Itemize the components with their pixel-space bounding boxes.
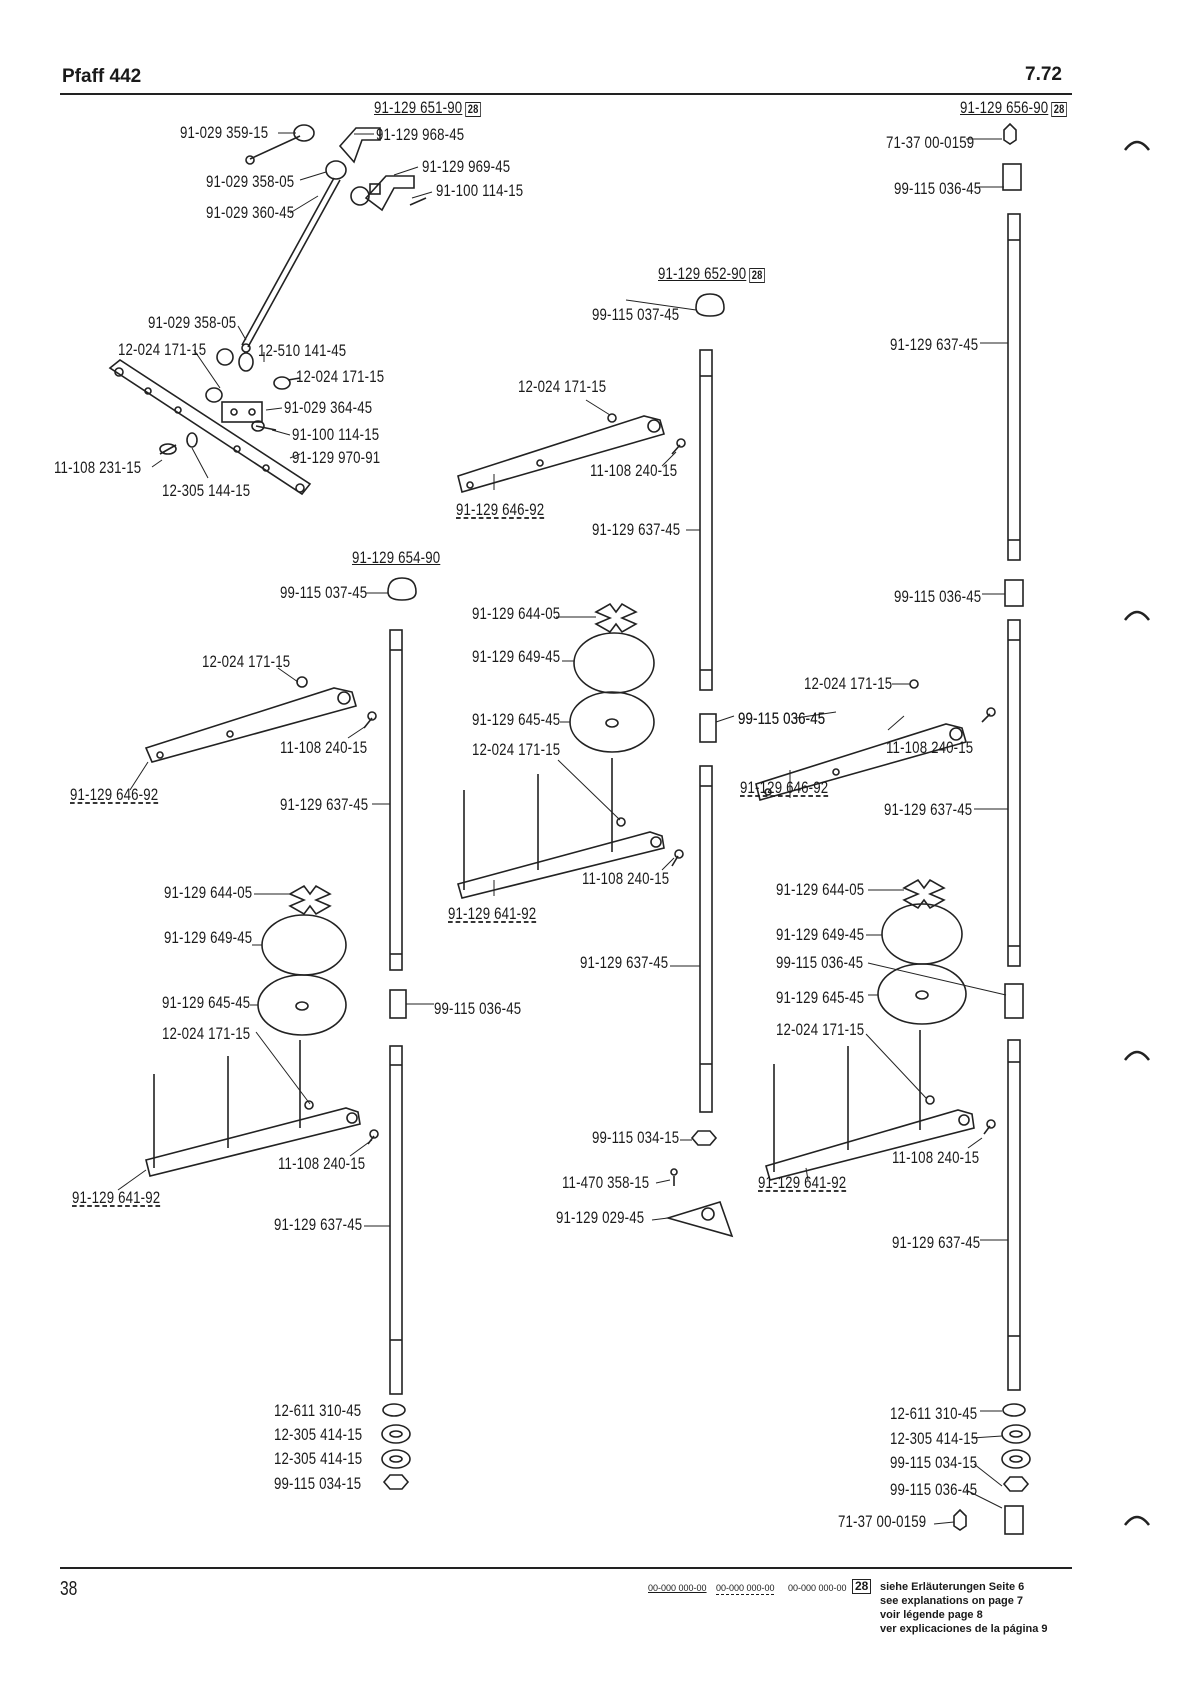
part-label: 91-129 637-45 <box>592 520 681 539</box>
part-label: 12-611 310-45 <box>274 1401 362 1420</box>
part-label: 12-024 171-15 <box>118 340 207 359</box>
legend-line-es: ver explicaciones de la página 9 <box>880 1623 1048 1635</box>
right-stand-drawing <box>755 122 1031 1535</box>
legend-line-fr: voir légende page 8 <box>880 1609 983 1621</box>
leader-lines <box>117 132 1008 1525</box>
part-label: 12-305 144-15 <box>162 481 251 500</box>
part-label: 11-108 240-15 <box>590 461 678 480</box>
part-label: 91-129 644-05 <box>164 883 253 902</box>
part-label: 91-129 646-92 <box>740 778 829 797</box>
top-left-linkage-drawing <box>108 124 427 496</box>
part-label: 12-024 171-15 <box>472 740 561 759</box>
part-label: 12-510 141-45 <box>258 341 347 360</box>
part-label: 12-024 171-15 <box>804 674 893 693</box>
header-rule <box>60 93 1072 95</box>
part-label: 91-129 637-45 <box>884 800 973 819</box>
legend-line-de: siehe Erläuterungen Seite 6 <box>880 1581 1025 1593</box>
part-label: 99-115 036-45 <box>894 179 982 198</box>
part-label: 11-108 240-15 <box>892 1148 980 1167</box>
part-label: 91-129 641-92 <box>72 1188 161 1207</box>
set-label-left: 91-129 654-90 <box>352 548 441 567</box>
legend-box-marker: 28 <box>852 1579 872 1594</box>
legend-code-sample: 00-000 000-00 <box>648 1583 707 1593</box>
part-label: 11-108 231-15 <box>54 458 142 477</box>
part-label: 91-029 359-15 <box>180 123 269 142</box>
part-label: 99-115 037-45 <box>592 305 680 324</box>
part-label: 12-611 310-45 <box>890 1404 978 1423</box>
left-stand-drawing <box>144 577 417 1490</box>
part-label: 11-108 240-15 <box>278 1154 366 1173</box>
part-label: 99-115 037-45 <box>280 583 368 602</box>
part-label: 11-108 240-15 <box>886 738 974 757</box>
part-label: 91-129 637-45 <box>580 953 669 972</box>
part-label: 91-129 645-45 <box>776 988 865 1007</box>
part-label: 99-115 034-15 <box>274 1474 362 1493</box>
part-label: 91-129 644-05 <box>472 604 561 623</box>
part-label: 12-024 171-15 <box>162 1024 251 1043</box>
page-section-number: 7.72 <box>1025 64 1062 85</box>
part-label: 91-029 360-45 <box>206 203 295 222</box>
part-label: 99-115 036-45 <box>776 953 864 972</box>
part-label: 12-305 414-15 <box>890 1429 979 1448</box>
part-label: 91-129 970-91 <box>292 448 381 467</box>
part-label: 11-108 240-15 <box>582 869 670 888</box>
part-label: 91-129 644-05 <box>776 880 865 899</box>
part-label: 91-129 637-45 <box>890 335 979 354</box>
part-label: 91-100 114-15 <box>292 425 380 444</box>
box-marker: 28 <box>1051 102 1067 117</box>
part-label: 99-115 034-15 <box>890 1453 978 1472</box>
part-label: 91-029 358-05 <box>206 172 295 191</box>
manual-title: Pfaff 442 <box>62 66 142 87</box>
part-label: 91-129 029-45 <box>556 1208 645 1227</box>
part-label: 91-129 645-45 <box>472 710 561 729</box>
part-label: 91-029 364-45 <box>284 398 373 417</box>
part-label: 99-115 034-15 <box>592 1128 680 1147</box>
part-label: 91-129 649-45 <box>472 647 561 666</box>
part-label: 99-115 036-45 <box>890 1480 978 1499</box>
page-number: 38 <box>60 1578 78 1600</box>
part-label: 99-115 036-45 <box>738 709 826 728</box>
part-label: 99-115 036-45 <box>738 709 826 728</box>
part-label: 71-37 00-0159 <box>838 1512 927 1531</box>
punch-marks <box>1124 140 1150 1526</box>
part-label: 91-129 641-92 <box>448 904 537 923</box>
part-label: 91-100 114-15 <box>436 181 524 200</box>
part-label: 12-024 171-15 <box>202 652 291 671</box>
part-label: 91-129 637-45 <box>274 1215 363 1234</box>
legend-code-sample: 00-000 000-00 <box>788 1583 847 1593</box>
legend-line-en: see explanations on page 7 <box>880 1595 1024 1607</box>
part-label: 91-029 358-05 <box>148 313 237 332</box>
footer-rule <box>60 1567 1072 1569</box>
legend-text: siehe Erläuterungen Seite 6 see explanat… <box>880 1580 1048 1636</box>
part-label: 91-129 649-45 <box>776 925 865 944</box>
legend-code-sample: 00-000 000-00 <box>716 1583 775 1593</box>
part-label: 12-305 414-15 <box>274 1425 363 1444</box>
part-label: 99-115 036-45 <box>434 999 522 1018</box>
part-label: 11-108 240-15 <box>280 738 368 757</box>
part-label: 91-129 645-45 <box>162 993 251 1012</box>
part-label: 91-129 641-92 <box>758 1173 847 1192</box>
part-label: 71-37 00-0159 <box>886 133 975 152</box>
part-label: 12-024 171-15 <box>518 377 607 396</box>
part-label: 12-024 171-15 <box>296 367 385 386</box>
part-label: 91-129 637-45 <box>280 795 369 814</box>
part-label: 91-129 649-45 <box>164 928 253 947</box>
part-label: 91-129 646-92 <box>456 500 545 519</box>
part-label: 11-470 358-15 <box>562 1173 650 1192</box>
part-label: 12-024 171-15 <box>776 1020 865 1039</box>
part-label: 91-129 968-45 <box>376 125 465 144</box>
part-label: 12-305 414-15 <box>274 1449 363 1468</box>
middle-stand-drawing <box>457 293 734 1238</box>
part-label: 91-129 646-92 <box>70 785 159 804</box>
part-label: 91-129 969-45 <box>422 157 511 176</box>
box-marker: 28 <box>465 102 481 117</box>
part-label: 99-115 036-45 <box>894 587 982 606</box>
box-marker: 28 <box>749 268 765 283</box>
part-label: 91-129 637-45 <box>892 1233 981 1252</box>
